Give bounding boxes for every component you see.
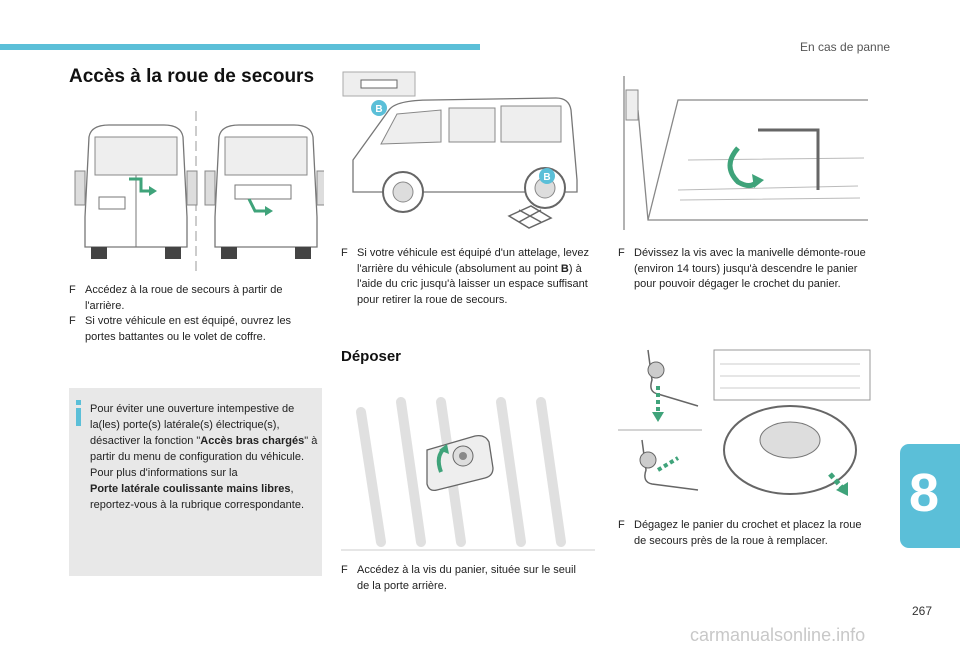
- figure-spare-wheel: [713, 349, 871, 496]
- info-text: Pour éviter une ouverture intempestive d…: [90, 403, 318, 511]
- figure-van-jack: B B: [342, 71, 578, 229]
- watermark: carmanualsonline.info: [690, 625, 866, 645]
- header-accent-bar: [0, 44, 480, 50]
- section-title: En cas de panne: [800, 40, 891, 54]
- page-title: Accès à la roue de secours: [69, 66, 315, 87]
- figure-van-rear: [74, 111, 324, 273]
- info-box: Pour éviter une ouverture intempestive d…: [69, 388, 322, 576]
- figure-hook-detail: [618, 349, 702, 491]
- page-number: 267: [912, 604, 933, 618]
- instruction-text: Dégagez le panier du crochet et placez l…: [634, 519, 862, 547]
- section-subtitle: Déposer: [341, 348, 402, 365]
- info-icon: [76, 400, 81, 426]
- chapter-tab: 8: [900, 444, 960, 548]
- label-b-side: B: [543, 172, 550, 183]
- label-b-top: B: [375, 104, 382, 115]
- instruction-text: Si votre véhicule en est équipé, ouvrez …: [85, 315, 292, 343]
- figure-crank: [623, 76, 868, 230]
- figure-basket-screw: [341, 392, 595, 552]
- instruction-text: Accédez à la vis du panier, située sur l…: [357, 564, 576, 592]
- instruction-text: Dévissez la vis avec la manivelle démont…: [634, 247, 866, 290]
- instruction-text: Accédez à la roue de secours à partir de…: [85, 284, 283, 312]
- chapter-number: 8: [909, 463, 940, 523]
